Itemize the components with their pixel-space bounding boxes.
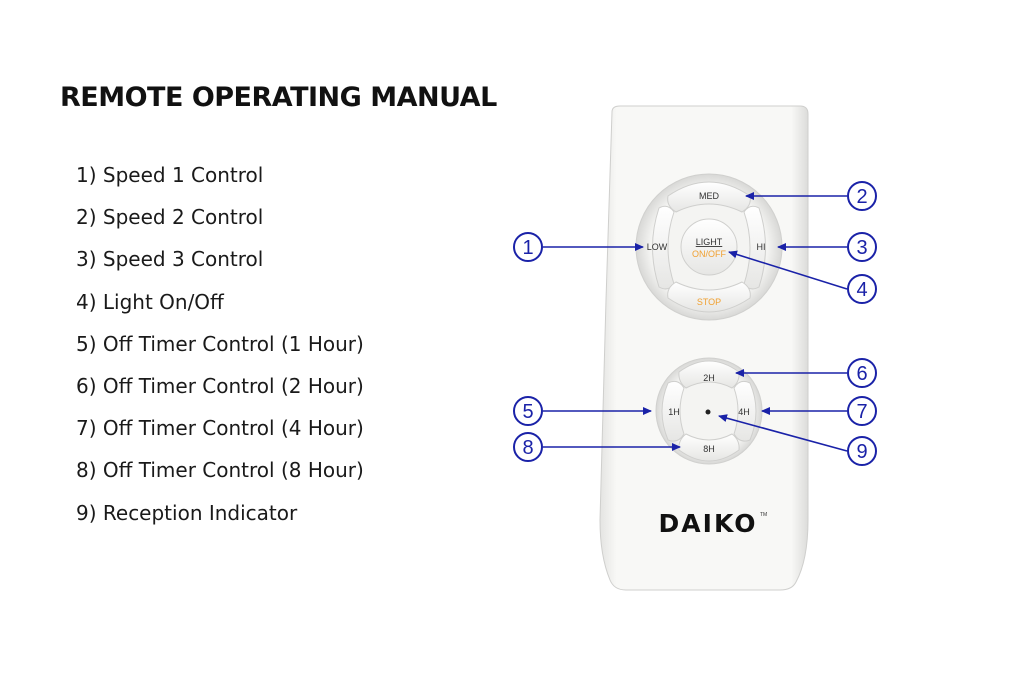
reception-indicator-led bbox=[705, 409, 711, 415]
callout-6: 6 bbox=[856, 363, 867, 385]
legend-item: 5) Off Timer Control (1 Hour) bbox=[76, 331, 364, 356]
timer-2h-button[interactable] bbox=[678, 360, 740, 389]
med-label: MED bbox=[699, 191, 720, 201]
callout-circle-6 bbox=[847, 358, 877, 388]
legend-item: 8) Off Timer Control (8 Hour) bbox=[76, 458, 364, 483]
callout-circle-2 bbox=[847, 181, 877, 211]
timer-4h-button[interactable] bbox=[733, 380, 757, 442]
arrow-9 bbox=[718, 414, 848, 452]
trademark-mark: TM bbox=[760, 512, 767, 518]
callout-circle-1 bbox=[513, 232, 543, 262]
callout-9: 9 bbox=[856, 441, 867, 463]
callout-circle-4 bbox=[847, 274, 877, 304]
arrow-4 bbox=[728, 250, 848, 290]
timer-1h-button[interactable] bbox=[661, 380, 685, 442]
callout-5: 5 bbox=[522, 401, 533, 423]
callout-8: 8 bbox=[522, 437, 533, 459]
callouts: 1 2 3 4 5 6 7 8 9 bbox=[513, 181, 877, 466]
page-title: REMOTE OPERATING MANUAL bbox=[60, 82, 497, 113]
legend-item: 9) Reception Indicator bbox=[76, 500, 298, 525]
stop-label: STOP bbox=[697, 297, 721, 307]
callout-7: 7 bbox=[856, 401, 867, 423]
light-label-bottom: ON/OFF bbox=[692, 249, 726, 259]
callout-circle-9 bbox=[847, 436, 877, 466]
legend-item: 2) Speed 2 Control bbox=[76, 205, 264, 230]
timer-8h-button[interactable] bbox=[678, 433, 740, 462]
legend-item: 6) Off Timer Control (2 Hour) bbox=[76, 373, 364, 398]
callout-circle-3 bbox=[847, 232, 877, 262]
callout-circle-8 bbox=[513, 432, 543, 462]
timer-4h-label: 4H bbox=[738, 407, 750, 417]
legend-item: 1) Speed 1 Control bbox=[76, 163, 264, 187]
speed-control-cluster: MED LOW HI STOP LIGHT ON/OFF bbox=[635, 173, 783, 321]
callout-3: 3 bbox=[856, 237, 867, 259]
legend-item: 7) Off Timer Control (4 Hour) bbox=[76, 416, 364, 441]
timer-8h-label: 8H bbox=[703, 444, 715, 454]
low-label: LOW bbox=[647, 242, 668, 252]
callout-2: 2 bbox=[856, 186, 867, 208]
callout-1: 1 bbox=[522, 237, 533, 259]
legend-item: 3) Speed 3 Control bbox=[76, 247, 264, 272]
timer-1h-label: 1H bbox=[668, 407, 680, 417]
brand-logo: DAIKO bbox=[659, 509, 758, 538]
callout-4: 4 bbox=[856, 279, 867, 301]
legend-item: 4) Light On/Off bbox=[76, 289, 224, 314]
light-button[interactable] bbox=[680, 218, 738, 276]
callout-circle-7 bbox=[847, 396, 877, 426]
callout-arrows bbox=[543, 192, 848, 452]
callout-circle-5 bbox=[513, 396, 543, 426]
legend-list: 1) Speed 1 Control 2) Speed 2 Control 3)… bbox=[76, 160, 364, 540]
light-label-top: LIGHT bbox=[696, 237, 723, 247]
hi-label: HI bbox=[757, 242, 766, 252]
timer-control-cluster: 2H 1H 4H 8H bbox=[655, 357, 763, 465]
stop-button[interactable] bbox=[667, 281, 751, 313]
timer-2h-label: 2H bbox=[703, 373, 715, 383]
